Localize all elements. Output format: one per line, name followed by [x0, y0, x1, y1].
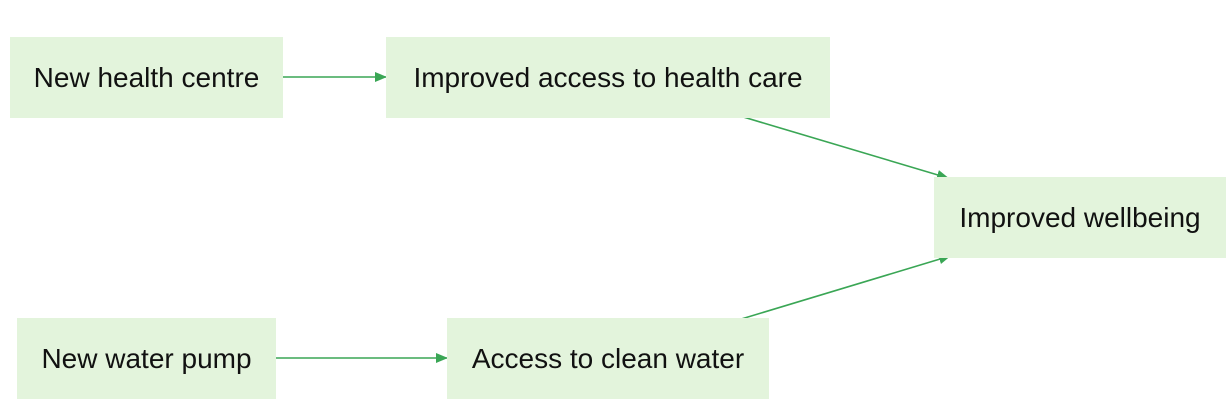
edge-access-to-wellbeing	[739, 115, 949, 180]
node-new-water-pump: New water pump	[17, 318, 276, 399]
node-label: New health centre	[33, 61, 260, 93]
node-improved-wellbeing: Improved wellbeing	[934, 177, 1226, 258]
node-label: Access to clean water	[471, 342, 745, 374]
node-label: Improved access to health care	[413, 61, 803, 93]
node-access-clean-water: Access to clean water	[447, 318, 769, 399]
node-label: Improved wellbeing	[959, 201, 1201, 233]
node-new-health-centre: New health centre	[10, 37, 283, 118]
node-improved-access-health-care: Improved access to health care	[386, 37, 830, 118]
edge-clean-water-to-wellbeing	[737, 254, 951, 321]
node-label: New water pump	[41, 342, 252, 374]
